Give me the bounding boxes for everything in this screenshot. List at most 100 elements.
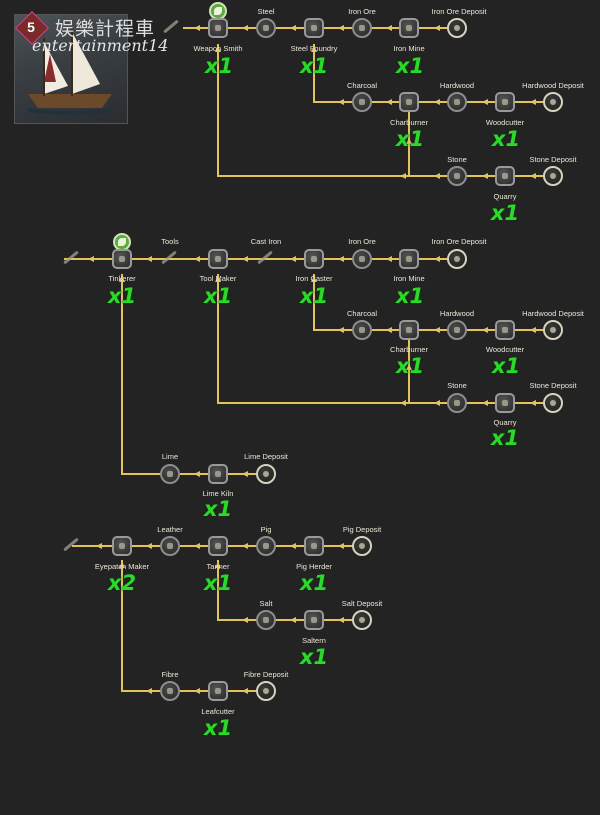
label-quarry: Quarry xyxy=(493,192,517,201)
label-leafcutter: Leafcutter xyxy=(201,707,235,716)
label-eyepatch-maker: Eyepatch Maker xyxy=(94,562,150,571)
label-cast-iron: Cast Iron xyxy=(250,237,282,246)
count-saltern: x1 xyxy=(299,645,329,669)
steel-icon[interactable] xyxy=(256,18,276,38)
label-iron-mine-2: Iron Mine xyxy=(393,274,425,283)
tools-icon[interactable] xyxy=(160,249,180,269)
count-tinkerer: x1 xyxy=(107,284,137,308)
label-leather: Leather xyxy=(157,525,183,534)
count-iron-caster: x1 xyxy=(299,284,329,308)
iron-ore-deposit-icon-2[interactable] xyxy=(447,249,467,269)
steel-foundry-icon[interactable] xyxy=(304,18,324,38)
stone-deposit-icon[interactable] xyxy=(543,166,563,186)
woodcutter-icon-2[interactable] xyxy=(495,320,515,340)
iron-ore-icon[interactable] xyxy=(352,18,372,38)
line-c2-charcoal xyxy=(313,274,552,331)
count-woodcutter-2: x1 xyxy=(491,354,521,378)
label-tool-maker: Tool Maker xyxy=(199,274,237,283)
line-c2-stone xyxy=(217,274,552,404)
label-iron-ore-deposit-2: Iron Ore Deposit xyxy=(431,237,487,246)
label-iron-caster: Iron Caster xyxy=(295,274,333,283)
fibre-icon[interactable] xyxy=(160,681,180,701)
count-steel-foundry: x1 xyxy=(299,54,329,78)
tinkerer-icon[interactable] xyxy=(112,249,132,269)
pig-deposit-icon[interactable] xyxy=(352,536,372,556)
flow-arrows xyxy=(88,25,536,694)
line-c3-salt xyxy=(217,560,360,621)
iron-mine-icon[interactable] xyxy=(399,18,419,38)
lime-kiln-icon[interactable] xyxy=(208,464,228,484)
cast-iron-icon[interactable] xyxy=(256,249,276,269)
iron-ore-deposit-icon[interactable] xyxy=(447,18,467,38)
label-pig: Pig xyxy=(260,525,272,534)
label-salt-deposit: Salt Deposit xyxy=(341,599,383,608)
salt-icon[interactable] xyxy=(256,610,276,630)
charburner-icon[interactable] xyxy=(399,92,419,112)
quarry-icon-2[interactable] xyxy=(495,393,515,413)
tanner-icon[interactable] xyxy=(208,536,228,556)
hardwood-deposit-icon-2[interactable] xyxy=(543,320,563,340)
label-stone: Stone xyxy=(447,155,467,164)
label-pig-deposit: Pig Deposit xyxy=(342,525,382,534)
eyepatch-maker-icon[interactable] xyxy=(112,536,132,556)
stone-deposit-icon-2[interactable] xyxy=(543,393,563,413)
hardwood-icon-2[interactable] xyxy=(447,320,467,340)
lime-icon[interactable] xyxy=(160,464,180,484)
count-pig-herder: x1 xyxy=(299,571,329,595)
label-charburner-2: Charburner xyxy=(390,345,428,354)
label-iron-ore: Iron Ore xyxy=(348,7,376,16)
label-fibre-deposit: Fibre Deposit xyxy=(243,670,289,679)
label-saltern: Saltern xyxy=(302,636,326,645)
pig-herder-icon[interactable] xyxy=(304,536,324,556)
line-c1-charcoal xyxy=(313,44,552,103)
hardwood-deposit-icon[interactable] xyxy=(543,92,563,112)
label-charcoal-2: Charcoal xyxy=(346,309,378,318)
label-lime-deposit: Lime Deposit xyxy=(244,452,288,461)
iron-caster-icon[interactable] xyxy=(304,249,324,269)
count-tanner: x1 xyxy=(203,571,233,595)
leafcutter-icon[interactable] xyxy=(208,681,228,701)
quarry-icon[interactable] xyxy=(495,166,515,186)
label-stone-deposit: Stone Deposit xyxy=(529,155,577,164)
label-quarry-2: Quarry xyxy=(493,418,517,427)
weapon-product-icon-2[interactable] xyxy=(62,249,82,269)
label-hardwood: Hardwood xyxy=(439,81,475,90)
eyepatch-product-icon[interactable] xyxy=(62,536,82,556)
iron-ore-icon-2[interactable] xyxy=(352,249,372,269)
charburner-icon-2[interactable] xyxy=(399,320,419,340)
label-lime-kiln: Lime Kiln xyxy=(202,489,234,498)
label-tinkerer: Tinkerer xyxy=(108,274,136,283)
charcoal-icon[interactable] xyxy=(352,92,372,112)
tool-maker-icon[interactable] xyxy=(208,249,228,269)
stone-icon[interactable] xyxy=(447,166,467,186)
count-woodcutter: x1 xyxy=(491,127,521,151)
fibre-deposit-icon[interactable] xyxy=(256,681,276,701)
stone-icon-2[interactable] xyxy=(447,393,467,413)
line-c1-stone xyxy=(217,44,552,177)
label-tools: Tools xyxy=(161,237,179,246)
label-tanner: Tanner xyxy=(206,562,230,571)
weapon-smith-icon[interactable] xyxy=(208,18,228,38)
salt-deposit-icon[interactable] xyxy=(352,610,372,630)
woodcutter-icon[interactable] xyxy=(495,92,515,112)
count-tool-maker: x1 xyxy=(203,284,233,308)
label-steel-foundry: Steel Foundry xyxy=(290,44,338,53)
weapon-product-icon[interactable] xyxy=(162,18,182,38)
label-iron-ore-2: Iron Ore xyxy=(348,237,376,246)
label-iron-mine: Iron Mine xyxy=(393,44,425,53)
label-stone-2: Stone xyxy=(447,381,467,390)
leather-icon[interactable] xyxy=(160,536,180,556)
label-iron-ore-deposit: Iron Ore Deposit xyxy=(431,7,487,16)
watermark-cn: 娱樂計程車 xyxy=(55,18,156,40)
iron-mine-icon-2[interactable] xyxy=(399,249,419,269)
count-iron-mine-2: x1 xyxy=(395,284,425,308)
charcoal-icon-2[interactable] xyxy=(352,320,372,340)
label-pig-herder: Pig Herder xyxy=(296,562,332,571)
lime-deposit-icon[interactable] xyxy=(256,464,276,484)
label-steel: Steel xyxy=(257,7,275,16)
saltern-icon[interactable] xyxy=(304,610,324,630)
count-quarry: x1 xyxy=(490,201,520,225)
label-hardwood-deposit-2: Hardwood Deposit xyxy=(522,309,584,318)
pig-icon[interactable] xyxy=(256,536,276,556)
hardwood-icon[interactable] xyxy=(447,92,467,112)
